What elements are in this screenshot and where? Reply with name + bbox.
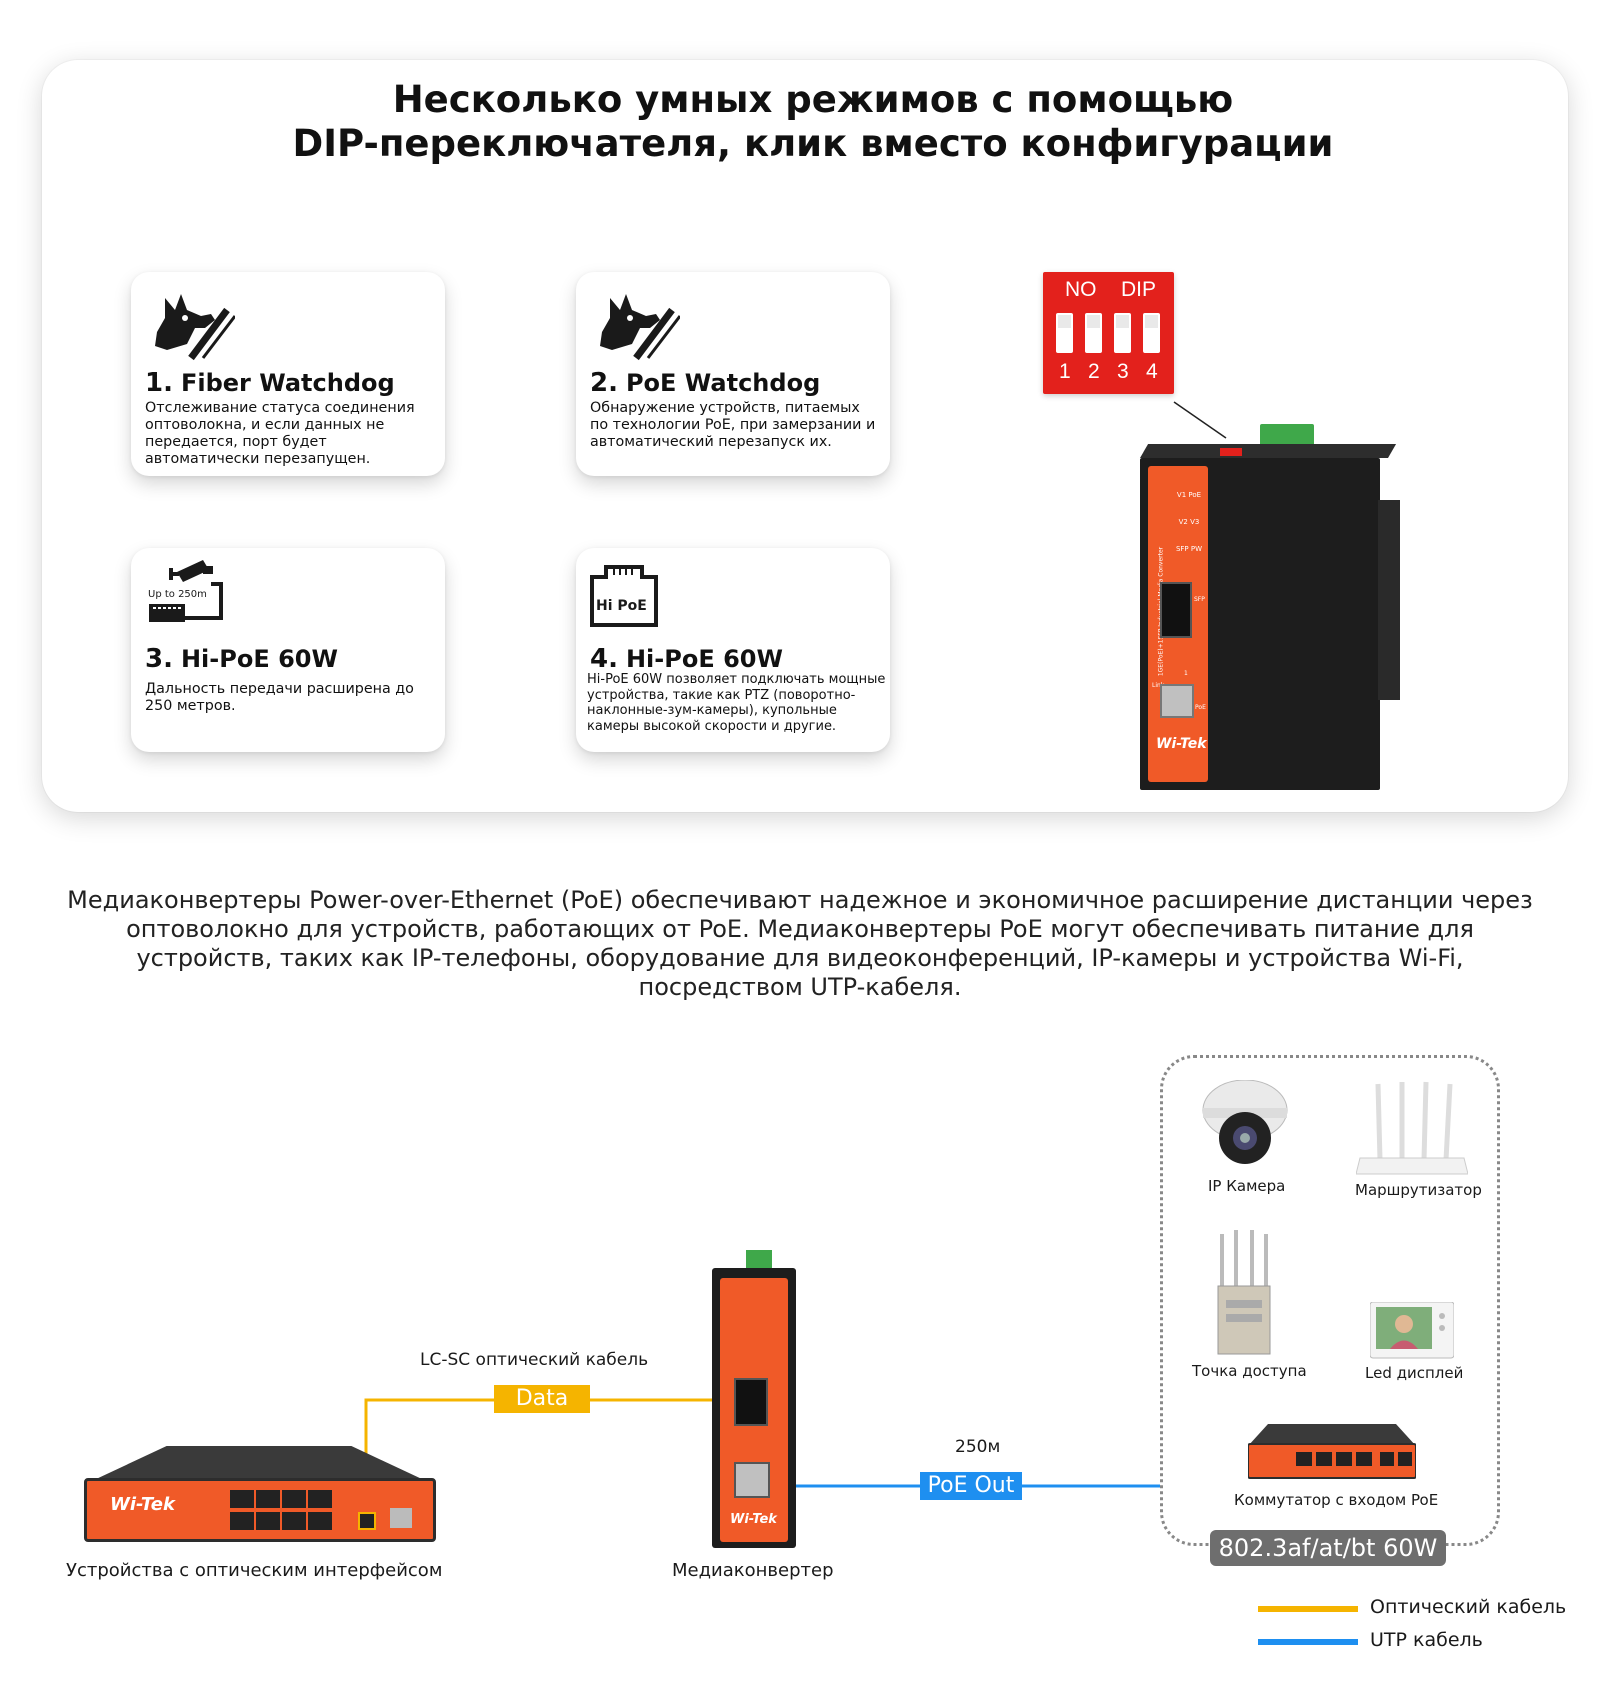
switch-logo: Wi-Tek <box>110 1494 175 1515</box>
page-title: Несколько умных режимов с помощью DIP-пе… <box>0 78 1600 166</box>
data-tag: Data <box>494 1385 590 1413</box>
device-label-poe-switch: Коммутатор с входом PoE <box>1234 1491 1439 1509</box>
dip-number-4: 4 <box>1146 360 1158 383</box>
camera-range-icon <box>149 560 223 622</box>
poe-out-tag: PoE Out <box>920 1472 1022 1500</box>
feature-description-3: Дальность передачи расширена до 250 метр… <box>145 681 414 714</box>
led-labels: V1 PoE V2 V3 SFP PW <box>1175 491 1203 553</box>
dip-switch-lever-2[interactable] <box>1085 313 1102 353</box>
dip-slot <box>1220 448 1242 456</box>
feature-description-2: Обнаружение устройств, питаемых по техно… <box>590 400 876 450</box>
dip-switch-lever-3[interactable] <box>1114 313 1131 353</box>
sfp-port <box>1160 582 1192 638</box>
feature-title-4: 4.Hi-PoE 60W <box>590 644 783 674</box>
title-line-1: Несколько умных режимов с помощью <box>392 78 1234 121</box>
access-point-icon <box>1217 1230 1271 1355</box>
feature-title-2: 2.PoE Watchdog <box>590 368 821 398</box>
watchdog-icon <box>600 294 680 361</box>
port-number-print: 1 <box>1184 670 1188 677</box>
distance-label: 250м <box>955 1437 1001 1457</box>
dip-number-2: 2 <box>1088 360 1100 383</box>
device-label-access-point: Точка доступа <box>1192 1362 1307 1380</box>
fiber-cable-label: LC-SC оптический кабель <box>420 1350 649 1370</box>
feature-title-3: 3.Hi-PoE 60W <box>145 644 338 674</box>
feature-card-hi-poe-power <box>576 548 890 752</box>
switch-ports <box>230 1490 418 1532</box>
device-label-ip-camera: IP Камера <box>1208 1177 1286 1195</box>
switch-top <box>94 1446 424 1480</box>
dip-switch-lever-4[interactable] <box>1143 313 1160 353</box>
description-paragraph: Медиаконвертеры Power-over-Ethernet (PoE… <box>67 886 1533 1001</box>
watchdog-icon <box>155 294 235 361</box>
din-rail-clip <box>1378 500 1400 700</box>
converter-small-logo: Wi-Tek <box>730 1512 777 1527</box>
poe-print: PoE <box>1195 704 1206 711</box>
media-converter-large: V1 PoE V2 V3 SFP PW 1GE(PoE)+1SFP Indust… <box>1140 420 1400 800</box>
device-label-led-display: Led дисплей <box>1365 1364 1464 1382</box>
link-print: Link <box>1152 682 1165 689</box>
feature-card-hi-poe-distance <box>131 548 445 752</box>
switch-front <box>84 1478 436 1542</box>
media-converter-small: Wi-Tek <box>710 1250 798 1550</box>
dip-label-no: NO <box>1065 278 1097 301</box>
poe-standard-badge: 802.3af/at/bt 60W <box>1210 1530 1446 1566</box>
feature-title-1: 1.Fiber Watchdog <box>145 368 395 398</box>
legend-swatch-utp <box>1258 1639 1358 1645</box>
dip-label-dip: DIP <box>1121 278 1157 301</box>
ip-camera-icon <box>1202 1080 1288 1164</box>
led-display-icon <box>1370 1302 1454 1359</box>
camera-range-icon-label: Up to 250m <box>148 589 207 600</box>
feature-description-4: Hi-PoE 60W позволяет подключать мощные у… <box>587 672 886 734</box>
hi-poe-icon-label: Hi PoE <box>596 598 647 614</box>
wi-tek-logo: Wi-Tek <box>1156 736 1207 752</box>
dip-number-3: 3 <box>1117 360 1129 383</box>
dip-number-1: 1 <box>1059 360 1071 383</box>
device-label-router: Маршрутизатор <box>1355 1181 1482 1199</box>
switch-caption: Устройства с оптическим интерфейсом <box>66 1560 443 1581</box>
sfp-print: SFP <box>1194 596 1205 603</box>
legend-label-fiber: Оптический кабель <box>1370 1596 1567 1618</box>
title-line-2: DIP-переключателя, клик вместо конфигура… <box>292 122 1334 165</box>
fiber-switch: Wi-Tek <box>84 1446 436 1544</box>
converter-caption: Медиаконвертер <box>672 1560 834 1581</box>
dip-switch: NO DIP 1 2 3 4 <box>1043 272 1174 394</box>
poe-switch-icon <box>1248 1424 1416 1479</box>
dip-switch-lever-1[interactable] <box>1056 313 1073 353</box>
hi-poe-icon <box>590 565 658 627</box>
router-icon <box>1356 1081 1468 1175</box>
dip-pointer-line <box>1173 401 1227 439</box>
legend-label-utp: UTP кабель <box>1370 1629 1483 1651</box>
legend-swatch-fiber <box>1258 1606 1358 1612</box>
feature-description-1: Отслеживание статуса соединения оптоволо… <box>145 400 415 467</box>
rj45-port <box>1160 684 1194 718</box>
